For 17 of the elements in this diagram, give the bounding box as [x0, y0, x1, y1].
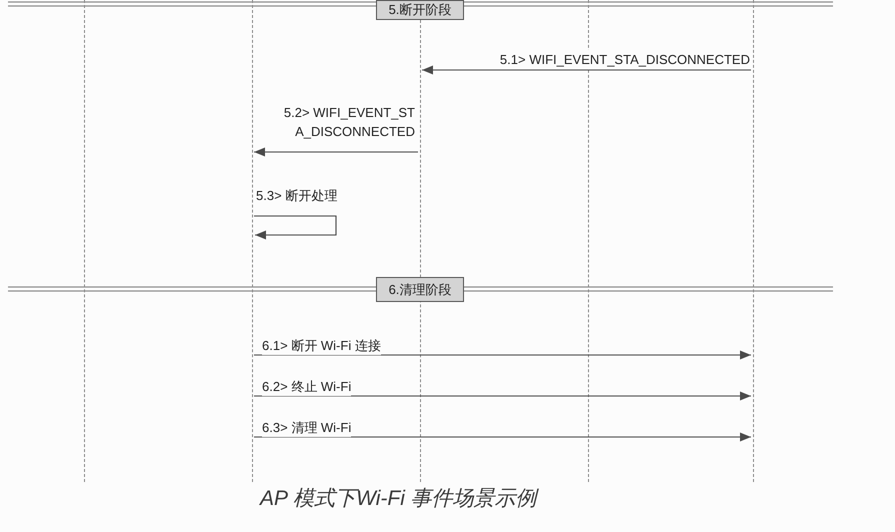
message-arrow: [254, 432, 751, 442]
message-label: 6.2> 终止 Wi-Fi: [262, 377, 352, 396]
message-arrow: [422, 66, 751, 74]
message-label: 6.1> 断开 Wi-Fi 连接: [262, 336, 381, 355]
caption: AP 模式下Wi-Fi 事件场景示例: [260, 486, 537, 512]
message-label: 5.1> WIFI_EVENT_STA_DISCONNECTED: [500, 50, 750, 69]
phase-box: 6.清理阶段: [376, 277, 464, 302]
phase-box: 5.断开阶段: [376, 0, 464, 20]
message-label: 5.3> 断开处理: [256, 186, 338, 205]
lifeline: [753, 0, 754, 482]
message-arrow: [254, 148, 418, 156]
self-message-arrow: [254, 215, 337, 240]
message-arrow: [254, 392, 751, 400]
lifeline: [84, 0, 85, 482]
lifeline: [252, 0, 253, 482]
message-arrow: [254, 350, 751, 360]
message-label: 6.3> 清理 Wi-Fi: [262, 418, 352, 437]
